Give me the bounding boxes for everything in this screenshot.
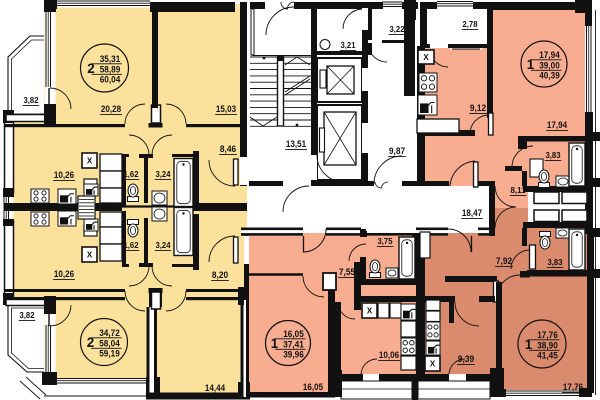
svg-text:3,21: 3,21	[341, 40, 356, 50]
svg-text:10,26: 10,26	[54, 170, 74, 180]
svg-text:3,22: 3,22	[390, 24, 405, 34]
svg-text:3,24: 3,24	[156, 240, 171, 250]
svg-text:58,04: 58,04	[99, 338, 120, 348]
svg-text:3,24: 3,24	[156, 169, 171, 179]
svg-text:3,82: 3,82	[24, 95, 39, 105]
svg-text:17,76: 17,76	[563, 382, 583, 392]
svg-text:37,41: 37,41	[283, 339, 304, 349]
svg-text:34,72: 34,72	[99, 328, 120, 338]
svg-text:X: X	[87, 251, 93, 260]
svg-text:10,26: 10,26	[54, 269, 74, 279]
svg-text:9,39: 9,39	[458, 354, 474, 364]
svg-text:40,39: 40,39	[539, 71, 560, 81]
svg-text:41,45: 41,45	[537, 351, 558, 361]
svg-text:3,83: 3,83	[546, 150, 561, 160]
svg-text:8,46: 8,46	[220, 144, 236, 154]
svg-text:35,31: 35,31	[100, 54, 121, 64]
svg-text:10,06: 10,06	[379, 350, 399, 360]
svg-text:1: 1	[525, 337, 533, 352]
svg-text:3,75: 3,75	[378, 236, 393, 246]
svg-text:3,83: 3,83	[548, 257, 563, 267]
svg-text:13,51: 13,51	[286, 139, 306, 149]
svg-text:58,89: 58,89	[100, 64, 121, 74]
svg-text:17,94: 17,94	[547, 120, 568, 130]
svg-text:59,19: 59,19	[99, 349, 120, 359]
svg-text:8,20: 8,20	[212, 270, 228, 280]
svg-text:1,62: 1,62	[124, 169, 139, 179]
svg-text:3,82: 3,82	[20, 310, 35, 320]
svg-text:9,12: 9,12	[470, 103, 486, 113]
svg-text:2: 2	[87, 61, 95, 76]
svg-text:16,05: 16,05	[283, 329, 304, 339]
svg-text:39,96: 39,96	[283, 350, 304, 360]
svg-text:20,28: 20,28	[101, 104, 121, 114]
svg-text:17,94: 17,94	[539, 50, 560, 60]
svg-text:7,55: 7,55	[339, 267, 355, 277]
svg-text:39,00: 39,00	[539, 60, 560, 70]
svg-text:X: X	[367, 307, 373, 316]
svg-text:1,62: 1,62	[124, 240, 139, 250]
svg-text:18,47: 18,47	[462, 208, 482, 218]
svg-text:2: 2	[87, 335, 95, 350]
svg-text:16,05: 16,05	[303, 382, 323, 392]
svg-text:X: X	[87, 157, 93, 166]
svg-text:1: 1	[527, 57, 535, 72]
svg-text:17,76: 17,76	[537, 330, 558, 340]
svg-text:X: X	[423, 53, 429, 62]
svg-text:60,04: 60,04	[100, 75, 121, 85]
svg-text:X: X	[430, 360, 436, 369]
svg-text:9,87: 9,87	[389, 146, 405, 156]
svg-text:1: 1	[271, 336, 279, 351]
svg-text:15,03: 15,03	[216, 104, 236, 114]
svg-text:7,92: 7,92	[496, 256, 512, 266]
svg-text:38,90: 38,90	[537, 340, 558, 350]
svg-text:2,78: 2,78	[463, 19, 478, 29]
svg-text:8,11: 8,11	[511, 185, 526, 195]
svg-text:14,44: 14,44	[205, 383, 226, 393]
